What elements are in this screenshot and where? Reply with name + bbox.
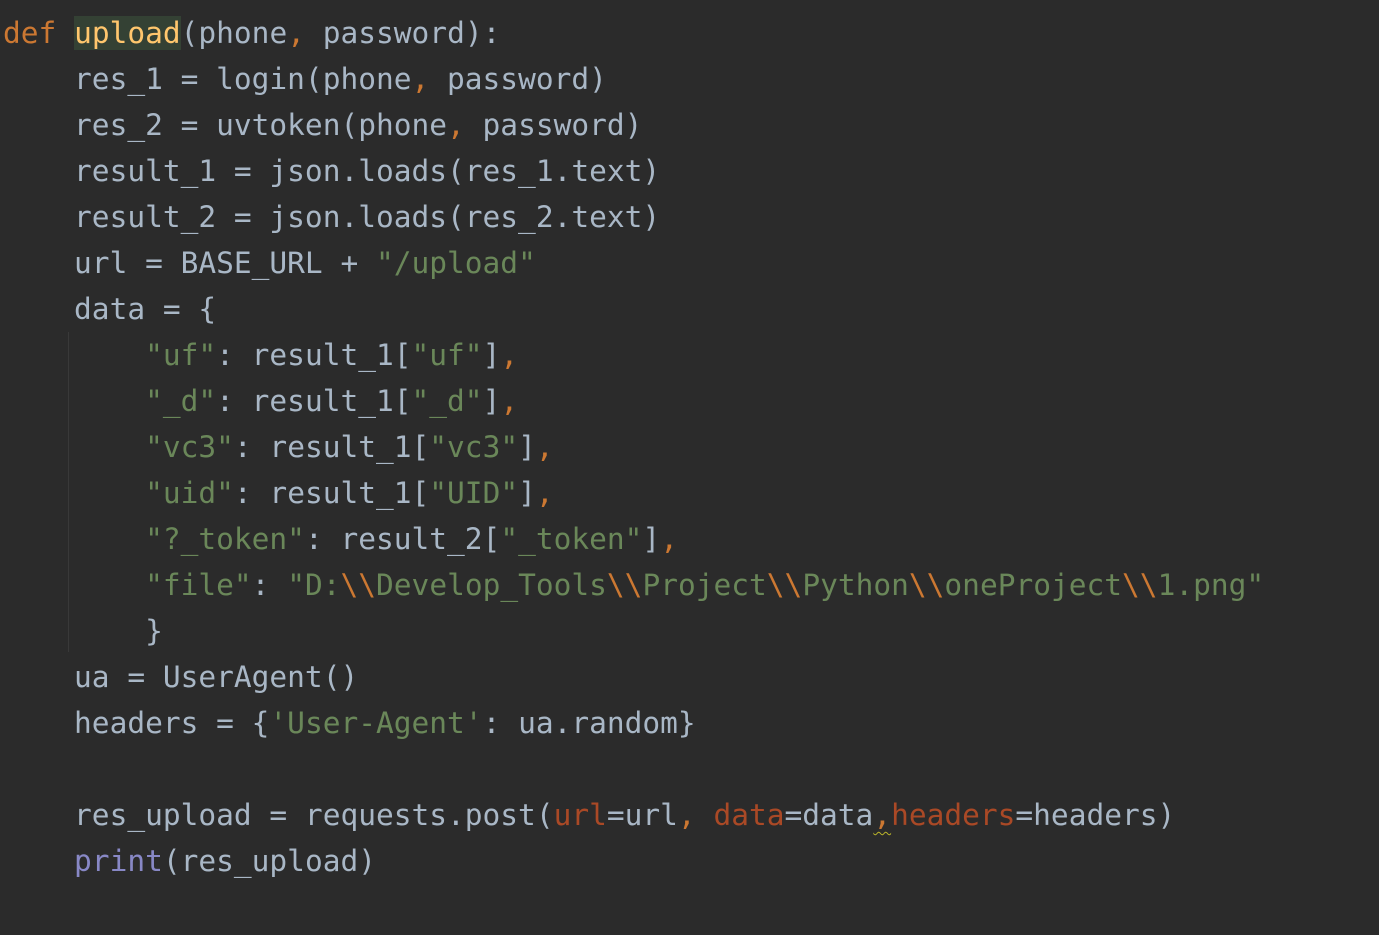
code-token: upload (74, 16, 181, 50)
code-token: "_token" (500, 522, 643, 556)
code-line-3[interactable]: res_2 = uvtoken(phone, password) (3, 102, 642, 148)
code-token: ua = UserAgent() (3, 660, 359, 694)
code-line-12[interactable]: "?_token": result_2["_token"], (3, 516, 678, 562)
code-token: data = { (3, 292, 217, 326)
code-token: , (873, 798, 892, 832)
code-token: , (447, 108, 465, 142)
code-line-16[interactable]: headers = {'User-Agent': ua.random} (3, 700, 696, 746)
code-token: , (287, 16, 305, 50)
code-token: "uf" (411, 338, 483, 372)
code-token: "D: (287, 568, 341, 602)
code-token: (phone (180, 16, 288, 50)
code-token: } (3, 614, 163, 648)
code-token: password): (304, 16, 501, 50)
code-token: res_2 = uvtoken(phone (3, 108, 448, 142)
code-token: "_d" (145, 384, 217, 418)
code-token: "/upload" (375, 246, 536, 280)
code-token: 1.png" (1157, 568, 1265, 602)
code-token: headers (891, 798, 1016, 832)
code-token (3, 568, 145, 602)
code-line-7[interactable]: data = { (3, 286, 216, 332)
code-token: headers = { (3, 706, 270, 740)
code-token (696, 798, 714, 832)
code-line-4[interactable]: result_1 = json.loads(res_1.text) (3, 148, 660, 194)
code-token: 'User-Agent' (269, 706, 483, 740)
code-token: "UID" (429, 476, 519, 510)
code-line-2[interactable]: res_1 = login(phone, password) (3, 56, 607, 102)
code-line-11[interactable]: "uid": result_1["UID"], (3, 470, 554, 516)
code-token: ] (518, 476, 536, 510)
code-token: "_d" (411, 384, 483, 418)
code-token: , (535, 430, 554, 464)
code-token: result_2 = json.loads(res_2.text) (3, 200, 661, 234)
code-token: \\ (340, 568, 377, 602)
code-token (56, 16, 74, 50)
code-token: , (500, 384, 519, 418)
code-token: , (500, 338, 519, 372)
code-token: "uf" (145, 338, 217, 372)
code-line-8[interactable]: "uf": result_1["uf"], (3, 332, 518, 378)
code-token: ] (482, 338, 501, 372)
code-token: "?_token" (145, 522, 305, 556)
code-token: , (677, 798, 696, 832)
code-token: result_1 = json.loads(res_1.text) (3, 154, 661, 188)
code-token: Develop_Tools (376, 568, 607, 602)
code-token (3, 338, 145, 372)
code-token: url = BASE_URL + (3, 246, 376, 280)
code-token: def (3, 16, 57, 50)
code-token: \\ (1122, 568, 1158, 602)
code-line-15[interactable]: ua = UserAgent() (3, 654, 358, 700)
code-line-14[interactable]: } (3, 608, 163, 654)
code-token: password) (464, 108, 643, 142)
code-token: "vc3" (145, 430, 234, 464)
code-token: \\ (766, 568, 803, 602)
code-token: res_1 = login(phone (3, 62, 412, 96)
code-token: , (660, 522, 678, 556)
code-line-13[interactable]: "file": "D:\\Develop_Tools\\Project\\Pyt… (3, 562, 1264, 608)
code-token: \\ (606, 568, 643, 602)
code-token: (res_upload) (162, 844, 376, 878)
code-line-10[interactable]: "vc3": result_1["vc3"], (3, 424, 554, 470)
code-token (3, 522, 145, 556)
code-token: : result_1[ (233, 476, 430, 510)
code-token: res_upload = requests.post( (3, 798, 554, 832)
code-line-6[interactable]: url = BASE_URL + "/upload" (3, 240, 536, 286)
code-line-5[interactable]: result_2 = json.loads(res_2.text) (3, 194, 660, 240)
code-token: =headers) (1015, 798, 1176, 832)
code-line-9[interactable]: "_d": result_1["_d"], (3, 378, 518, 424)
code-token: "uid" (145, 476, 234, 510)
code-token: , (535, 476, 554, 510)
code-token: : ua.random} (482, 706, 696, 740)
code-token: \\ (908, 568, 945, 602)
indent-guide (68, 332, 69, 652)
code-token (3, 384, 145, 418)
code-token: : result_1[ (216, 384, 412, 418)
code-line-18[interactable]: res_upload = requests.post(url=url, data… (3, 792, 1175, 838)
code-token: ] (482, 384, 501, 418)
code-line-1[interactable]: def upload(phone, password): (3, 10, 500, 56)
code-token: "file" (145, 568, 252, 602)
code-token (3, 430, 145, 464)
code-token: oneProject (944, 568, 1123, 602)
code-token: ] (642, 522, 661, 556)
code-token: : result_1[ (216, 338, 412, 372)
code-token: =url (606, 798, 678, 832)
code-token: url (553, 798, 607, 832)
code-token: data (713, 798, 785, 832)
code-token: Project (642, 568, 767, 602)
code-token: ] (518, 430, 536, 464)
code-token: : (251, 568, 288, 602)
code-token (3, 476, 145, 510)
code-token: , (411, 62, 430, 96)
code-line-19[interactable]: print(res_upload) (3, 838, 376, 884)
code-token: "vc3" (429, 430, 519, 464)
code-token: Python (802, 568, 909, 602)
code-token (3, 844, 74, 878)
code-token: print (74, 844, 163, 878)
code-token: : result_2[ (304, 522, 501, 556)
code-token: : result_1[ (233, 430, 430, 464)
code-token: password) (429, 62, 607, 96)
code-token: =data (784, 798, 874, 832)
